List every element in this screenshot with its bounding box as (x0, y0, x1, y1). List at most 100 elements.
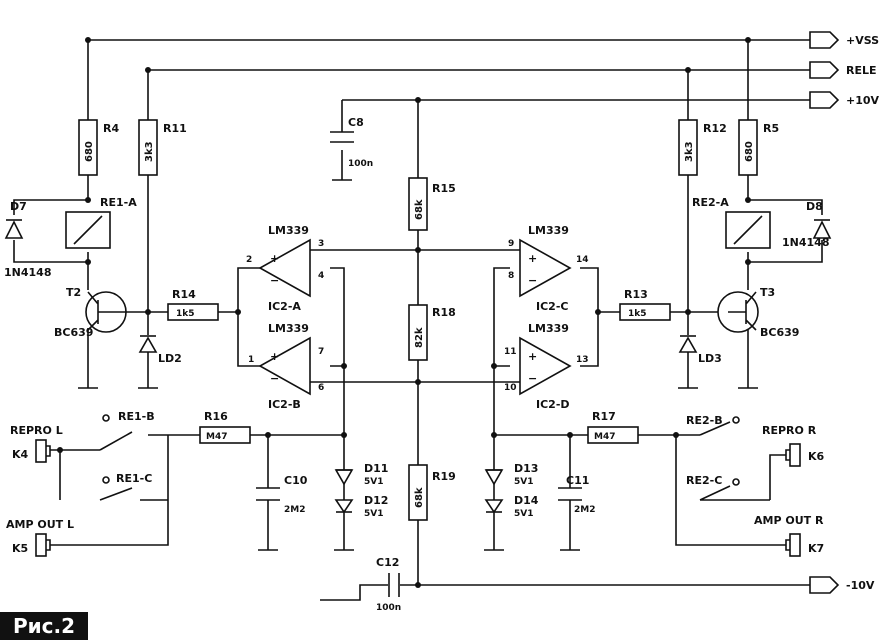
svg-text:680: 680 (744, 141, 755, 162)
svg-text:RE2-C: RE2-C (686, 474, 722, 487)
svg-text:2: 2 (246, 255, 252, 265)
divider-wiring (320, 100, 419, 601)
svg-text:−: − (528, 372, 537, 385)
svg-text:5V1: 5V1 (364, 477, 384, 487)
capacitor-c11: C11 2M2 (558, 474, 595, 515)
svg-text:LD3: LD3 (698, 352, 722, 365)
svg-text:D7: D7 (10, 200, 27, 213)
svg-text:K7: K7 (808, 542, 824, 555)
svg-text:IC2-A: IC2-A (268, 300, 301, 313)
svg-text:R5: R5 (763, 122, 779, 135)
svg-text:+VSS: +VSS (846, 34, 879, 47)
svg-text:10: 10 (504, 383, 517, 393)
comparator-ic2b: +− LM339 IC2-B 1 7 6 (248, 322, 324, 411)
svg-text:82k: 82k (414, 327, 425, 348)
svg-text:C8: C8 (348, 116, 364, 129)
svg-text:IC2-D: IC2-D (536, 398, 570, 411)
svg-text:14: 14 (576, 255, 589, 265)
connector-k6: REPRO R K6 (762, 424, 825, 467)
svg-text:100n: 100n (376, 603, 401, 613)
svg-text:+: + (270, 350, 279, 363)
svg-text:5V1: 5V1 (364, 509, 384, 519)
svg-text:−: − (270, 274, 279, 287)
svg-text:R16: R16 (204, 410, 228, 423)
svg-text:D11: D11 (364, 462, 388, 475)
svg-text:−: − (528, 274, 537, 287)
svg-text:R11: R11 (163, 122, 187, 135)
resistor-r18: R18 82k (408, 304, 456, 361)
switch-re2c: RE2-C (686, 474, 770, 501)
rail-plus10v: +10V (342, 91, 880, 109)
svg-text:RE2-A: RE2-A (692, 196, 729, 209)
svg-text:BC639: BC639 (760, 326, 799, 339)
left-driver-wiring (13, 40, 238, 389)
relay-coil-re2a: RE2-A (692, 196, 771, 249)
svg-text:LD2: LD2 (158, 352, 182, 365)
comparator-ic2d: + − LM339 IC2-D 11 10 13 (504, 322, 589, 411)
svg-text:C12: C12 (376, 556, 399, 569)
svg-text:13: 13 (576, 355, 589, 365)
svg-text:LM339: LM339 (528, 224, 569, 237)
svg-text:AMP OUT L: AMP OUT L (6, 518, 74, 531)
right-audio-wiring (484, 434, 786, 551)
comparator-ic2c: +− LM339 IC2-C 9 8 14 (508, 224, 589, 313)
svg-text:8: 8 (508, 271, 514, 281)
svg-text:RE1-C: RE1-C (116, 472, 152, 485)
svg-text:LM339: LM339 (528, 322, 569, 335)
svg-text:+: + (528, 350, 537, 363)
rail-minus10v: -10V (418, 576, 875, 594)
svg-text:R13: R13 (624, 288, 648, 301)
resistor-r14: R14 1k5 (167, 288, 219, 321)
svg-text:−: − (270, 372, 279, 385)
svg-text:D13: D13 (514, 462, 538, 475)
svg-text:6: 6 (318, 383, 324, 393)
svg-text:REPRO R: REPRO R (762, 424, 817, 437)
svg-text:5V1: 5V1 (514, 477, 534, 487)
svg-text:4: 4 (318, 271, 324, 281)
svg-text:+: + (528, 252, 537, 265)
svg-text:RE2-B: RE2-B (686, 414, 723, 427)
svg-text:BC639: BC639 (54, 326, 93, 339)
zener-d11: D11 5V1 (334, 462, 388, 487)
resistor-r17: R17 M47 (587, 410, 639, 444)
rail-vss: +VSS (88, 31, 879, 49)
svg-text:9: 9 (508, 239, 514, 249)
svg-text:T2: T2 (66, 286, 81, 299)
svg-text:REPRO L: REPRO L (10, 424, 63, 437)
zener-d12: D12 5V1 (334, 494, 388, 519)
resistor-r19: R19 68k (408, 464, 456, 521)
switch-re1c: RE1-C (99, 472, 152, 501)
svg-text:D12: D12 (364, 494, 388, 507)
svg-text:RELE: RELE (846, 64, 877, 77)
junction-dots (57, 37, 751, 588)
connector-k7: AMP OUT R K7 (754, 514, 824, 557)
svg-text:LM339: LM339 (268, 322, 309, 335)
svg-text:D8: D8 (806, 200, 823, 213)
svg-text:LM339: LM339 (268, 224, 309, 237)
capacitor-c10: C10 2M2 (256, 474, 308, 515)
svg-text:AMP OUT R: AMP OUT R (754, 514, 824, 527)
transistor-t3: T3 BC639 (717, 286, 799, 339)
svg-text:68k: 68k (414, 199, 425, 220)
connector-k4: REPRO L K4 (10, 424, 63, 463)
svg-text:3k3: 3k3 (144, 141, 155, 162)
svg-text:R19: R19 (432, 470, 456, 483)
zener-d14: D14 5V1 (484, 494, 539, 519)
svg-text:M47: M47 (206, 432, 227, 442)
svg-text:7: 7 (318, 347, 324, 357)
svg-text:11: 11 (504, 347, 517, 357)
led-ld3: LD3 (678, 335, 722, 365)
svg-text:1: 1 (248, 355, 254, 365)
svg-text:C10: C10 (284, 474, 308, 487)
led-ld2: LD2 (138, 335, 182, 365)
figure-label: Рис.2 (0, 612, 88, 640)
svg-text:-10V: -10V (846, 579, 875, 592)
resistor-r15: R15 68k (408, 177, 456, 231)
resistor-r11: R11 3k3 (138, 119, 187, 176)
svg-text:R14: R14 (172, 288, 196, 301)
resistor-r4: R4 680 (78, 119, 119, 176)
capacitor-c8: C8 100n (330, 116, 373, 169)
svg-text:2M2: 2M2 (284, 505, 305, 515)
resistor-r13: R13 1k5 (619, 288, 671, 321)
